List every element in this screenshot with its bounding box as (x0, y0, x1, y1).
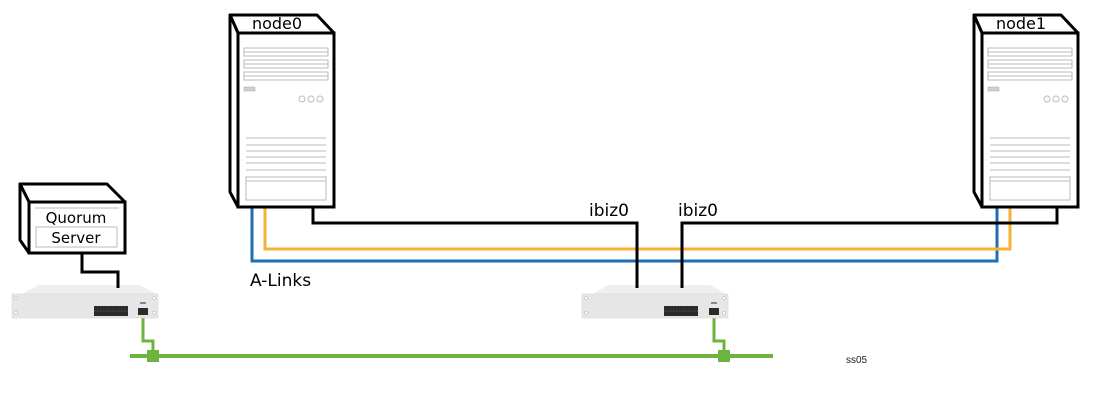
switch-top (22, 285, 156, 294)
quorum-label-line1: Quorum (46, 209, 107, 227)
node1-label: node1 (996, 14, 1046, 33)
public-network (130, 318, 773, 362)
ibiz-link-node1 (680, 207, 1059, 286)
left-switch-uplink (141, 318, 155, 356)
ibiz-link-node0 (311, 207, 639, 286)
switch-left[interactable] (11, 285, 159, 319)
corner-label: ss05 (846, 355, 868, 366)
switch-center[interactable] (581, 285, 729, 319)
node0-label: node0 (252, 14, 302, 33)
server-front-face (980, 31, 1080, 209)
a-link-blue (250, 207, 999, 263)
server-front-face (236, 31, 336, 209)
uplink-port (709, 308, 719, 315)
switch-front (11, 293, 159, 319)
quorum-server[interactable]: Quorum Server (18, 182, 127, 255)
quorum-label-line2: Server (51, 229, 101, 247)
quorum-top-face (18, 182, 127, 204)
power-button-icon (243, 86, 256, 92)
server-node1[interactable]: node1 (972, 13, 1080, 209)
ibiz-label-right: ibiz0 (678, 201, 718, 221)
a-links-label: A-Links (250, 271, 311, 291)
quorum-link (80, 253, 120, 286)
left-junction (147, 350, 159, 362)
a-links (250, 207, 1012, 263)
ibiz-label-left: ibiz0 (589, 201, 629, 221)
switch-front (581, 293, 729, 319)
power-button-icon (987, 86, 1000, 92)
switch-port-block (94, 306, 128, 316)
uplink-port (138, 308, 148, 315)
right-switch-uplink (712, 318, 726, 356)
interconnects (80, 207, 1059, 286)
right-junction (718, 350, 730, 362)
switch-top (592, 285, 726, 294)
server-node0[interactable]: node0 (228, 13, 336, 209)
switch-port-block (664, 306, 698, 316)
